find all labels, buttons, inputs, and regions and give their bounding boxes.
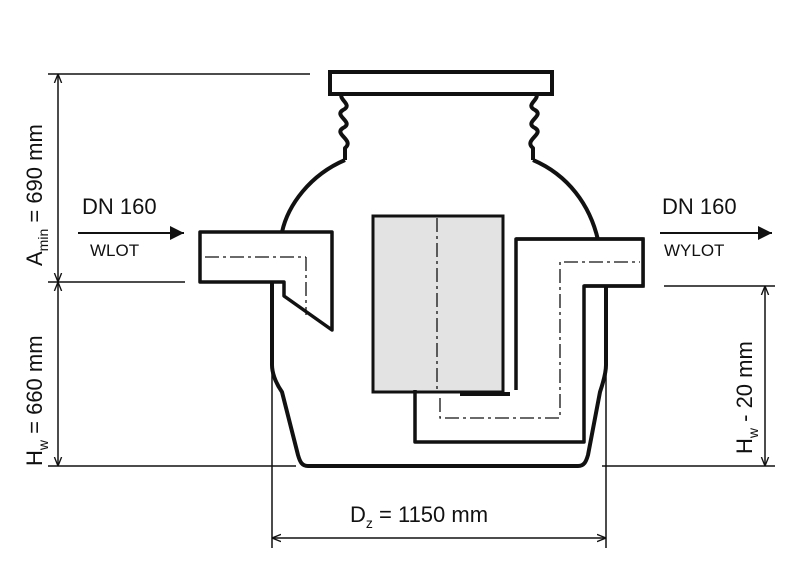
inlet-pipe-label: DN 160 — [82, 194, 157, 219]
inlet-label: WLOT — [90, 241, 139, 260]
inlet-centerline — [205, 256, 307, 315]
outlet-pipe-label: DN 160 — [662, 194, 737, 219]
h-w-dimension-label: Hw = 660 mm — [22, 335, 51, 466]
dimension-lines — [58, 74, 765, 538]
filter-insert — [371, 214, 510, 396]
manhole-cover — [328, 70, 554, 96]
outlet-centerline — [439, 261, 640, 419]
a-min-dimension-label: Amin = 690 mm — [22, 124, 51, 266]
outlet-label: WYLOT — [664, 241, 724, 260]
inlet-pipe — [198, 230, 334, 332]
d-z-dimension-label: Dz = 1150 mm — [350, 502, 488, 531]
tank-body — [270, 90, 608, 468]
reference-lines — [48, 73, 775, 548]
h-w-minus-dimension-label: Hw - 20 mm — [732, 341, 761, 454]
